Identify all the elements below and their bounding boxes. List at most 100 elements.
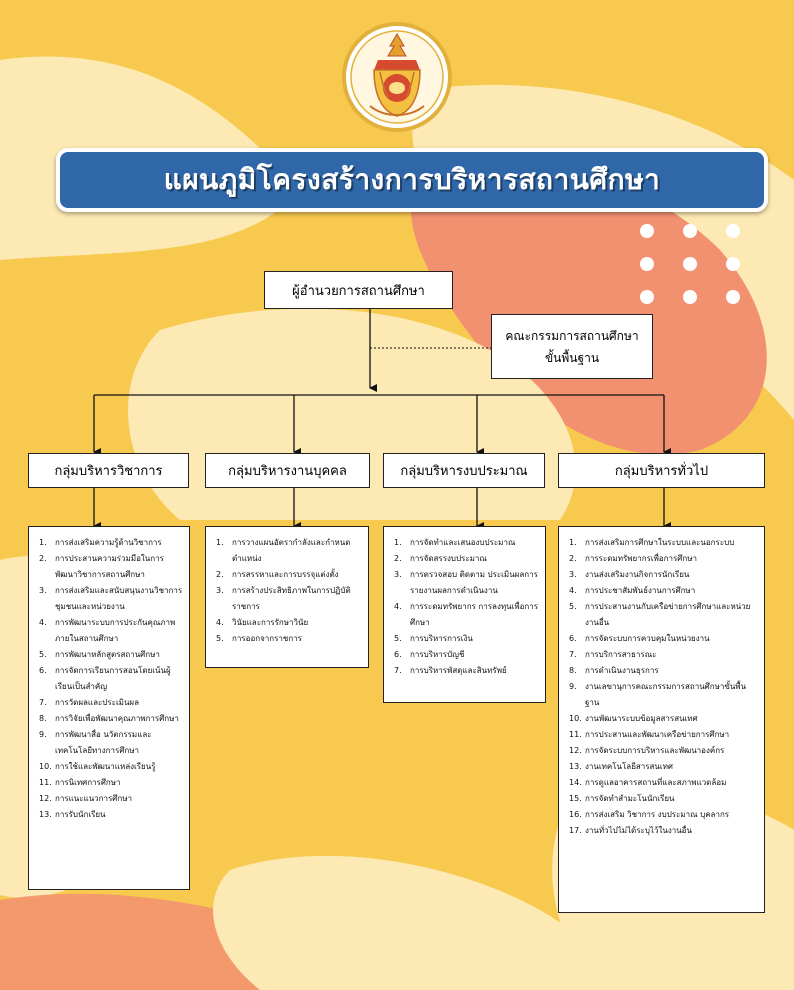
list-item: 15.การจัดทำสำมะโนนักเรียน bbox=[569, 791, 758, 807]
list-item-number: 13. bbox=[39, 810, 52, 819]
list-item: 2.การจัดสรรงบประมาณ bbox=[394, 551, 539, 567]
list-item-number: 5. bbox=[569, 602, 577, 611]
committee-box: คณะกรรมการสถานศึกษา ขั้นพื้นฐาน bbox=[491, 314, 653, 379]
list-item: 3. การส่งเสริมและสนับสนุนงานวิชาการชุมชนแ… bbox=[39, 583, 183, 615]
list-item-text: การจัดการเรียนการสอนโดยเน้นผู้เรียนเป็นส… bbox=[55, 666, 171, 691]
page-title: แผนภูมิโครงสร้างการบริหารสถานศึกษา bbox=[163, 163, 661, 196]
director-label: ผู้อำนวยการสถานศึกษา bbox=[292, 283, 425, 299]
title-banner: แผนภูมิโครงสร้างการบริหารสถานศึกษา bbox=[56, 148, 768, 212]
list-item-number: 1. bbox=[569, 538, 577, 547]
list-item-number: 5. bbox=[394, 634, 402, 643]
list-item-text: การจัดระบบการควบคุมในหน่วยงาน bbox=[585, 634, 710, 643]
list-item-number: 4. bbox=[569, 586, 577, 595]
list-item-text: การพัฒนาหลักสูตรสถานศึกษา bbox=[55, 650, 160, 659]
list-item: 6. การจัดการเรียนการสอนโดยเน้นผู้เรียนเป็… bbox=[39, 663, 183, 695]
list-item: 5. การพัฒนาหลักสูตรสถานศึกษา bbox=[39, 647, 183, 663]
list-item-number: 4. bbox=[39, 618, 47, 627]
list-item-number: 1. bbox=[39, 538, 47, 547]
list-item-text: การบริหารบัญชี bbox=[410, 650, 465, 659]
list-item: 14.การดูแลอาคารสถานที่และสภาพแวดล้อม bbox=[569, 775, 758, 791]
list-item-text: การแนะแนวการศึกษา bbox=[55, 794, 132, 803]
list-item: 12.การจัดระบบการบริหารและพัฒนาองค์กร bbox=[569, 743, 758, 759]
list-item-number: 17. bbox=[569, 826, 582, 835]
list-item-text: วินัยและการรักษาวินัย bbox=[232, 618, 309, 627]
list-item-text: งานส่งเสริมงานกิจการนักเรียน bbox=[585, 570, 690, 579]
list-item-number: 8. bbox=[39, 714, 47, 723]
list-item: 1.การวางแผนอัตรากำลังและกำหนดตำแหน่ง bbox=[216, 535, 362, 567]
list-item-number: 4. bbox=[216, 618, 224, 627]
list-item-text: การส่งเสริมการศึกษาในระบบและนอกระบบ bbox=[585, 538, 735, 547]
group-academic-box: กลุ่มบริหารวิชาการ bbox=[28, 453, 189, 488]
list-item-number: 6. bbox=[394, 650, 402, 659]
list-item-number: 2. bbox=[39, 554, 47, 563]
group-personnel-label: กลุ่มบริหารงานบุคคล bbox=[228, 464, 347, 479]
list-item-text: การบริหารพัสดุและสินทรัพย์ bbox=[410, 666, 507, 675]
list-item-text: การใช้และพัฒนาแหล่งเรียนรู้ bbox=[55, 762, 156, 771]
school-emblem-logo bbox=[342, 22, 452, 132]
list-item: 7. การบริหารพัสดุและสินทรัพย์ bbox=[394, 663, 539, 679]
list-item-text: การดำเนินงานธุรการ bbox=[585, 666, 659, 675]
list-item-number: 10. bbox=[569, 714, 582, 723]
list-item-number: 6. bbox=[39, 666, 47, 675]
list-item-text: การบริการสาธารณะ bbox=[585, 650, 657, 659]
list-item: 3.งานส่งเสริมงานกิจการนักเรียน bbox=[569, 567, 758, 583]
list-item-number: 3. bbox=[39, 586, 47, 595]
list-item: 7. การบริการสาธารณะ bbox=[569, 647, 758, 663]
list-item-number: 1. bbox=[394, 538, 402, 547]
list-item-text: การส่งเสริมความรู้ด้านวิชาการ bbox=[55, 538, 162, 547]
group-budget-box: กลุ่มบริหารงบประมาณ bbox=[383, 453, 545, 488]
list-item-text: งานเทคโนโลยีสารสนเทศ bbox=[585, 762, 673, 771]
list-item-text: การพัฒนาสื่อ นวัตกรรมและเทคโนโลยีทางการศ… bbox=[55, 730, 152, 755]
list-item: 5. การบริหารการเงิน bbox=[394, 631, 539, 647]
list-item-number: 9. bbox=[569, 682, 577, 691]
group-academic-label: กลุ่มบริหารวิชาการ bbox=[54, 464, 163, 479]
list-item-number: 8. bbox=[569, 666, 577, 675]
list-item-text: การจัดทำและเสนองบประมาณ bbox=[410, 538, 516, 547]
list-item: 8. การวิจัยเพื่อพัฒนาคุณภาพการศึกษา bbox=[39, 711, 183, 727]
group-budget-list: 1. การจัดทำและเสนองบประมาณ 2.การจัดสรรงบปร… bbox=[383, 526, 546, 703]
list-item: 4. วินัยและการรักษาวินัย bbox=[216, 615, 362, 631]
list-item-text: การสรรหาและการบรรจุแต่งตั้ง bbox=[232, 570, 339, 579]
list-item-text: การวิจัยเพื่อพัฒนาคุณภาพการศึกษา bbox=[55, 714, 179, 723]
list-item-number: 7. bbox=[394, 666, 402, 675]
list-item: 11.การนิเทศการศึกษา bbox=[39, 775, 183, 791]
list-item: 10.การใช้และพัฒนาแหล่งเรียนรู้ bbox=[39, 759, 183, 775]
committee-line1: คณะกรรมการสถานศึกษา bbox=[505, 328, 639, 343]
list-item: 6. การบริหารบัญชี bbox=[394, 647, 539, 663]
list-item-text: การจัดระบบการบริหารและพัฒนาองค์กร bbox=[585, 746, 725, 755]
list-item: 4. การพัฒนาระบบการประกันคุณภาพภายในสถานศึ… bbox=[39, 615, 183, 647]
list-item-number: 2. bbox=[394, 554, 402, 563]
list-item-text: การส่งเสริมและสนับสนุนงานวิชาการชุมชนและ… bbox=[55, 586, 183, 611]
list-item: 1. การจัดทำและเสนองบประมาณ bbox=[394, 535, 539, 551]
list-item: 1. การส่งเสริมการศึกษาในระบบและนอกระบบ bbox=[569, 535, 758, 551]
committee-line2: ขั้นพื้นฐาน bbox=[544, 350, 600, 365]
list-item-text: การออกจากราชการ bbox=[232, 634, 302, 643]
list-item: 11.การประสานและพัฒนาเครือข่ายการศึกษา bbox=[569, 727, 758, 743]
list-item-text: การพัฒนาระบบการประกันคุณภาพภายในสถานศึกษ… bbox=[55, 618, 176, 643]
list-item-number: 4. bbox=[394, 602, 402, 611]
group-personnel-box: กลุ่มบริหารงานบุคคล bbox=[205, 453, 370, 488]
list-item: 9.การพัฒนาสื่อ นวัตกรรมและเทคโนโลยีทางกา… bbox=[39, 727, 183, 759]
list-item: 1. การส่งเสริมความรู้ด้านวิชาการ bbox=[39, 535, 183, 551]
list-item-text: การระดมทรัพยากรเพื่อการศึกษา bbox=[585, 554, 697, 563]
list-item-number: 5. bbox=[39, 650, 47, 659]
list-item: 2. การระดมทรัพยากรเพื่อการศึกษา bbox=[569, 551, 758, 567]
group-general-box: กลุ่มบริหารทั่วไป bbox=[558, 453, 765, 488]
list-item-number: 5. bbox=[216, 634, 224, 643]
list-item: 4. การประชาสัมพันธ์งานการศึกษา bbox=[569, 583, 758, 599]
list-item: 5.การประสานงานกับเครือข่ายการศึกษาและหน่… bbox=[569, 599, 758, 631]
list-item-number: 7. bbox=[569, 650, 577, 659]
list-item: 13.การรับนักเรียน bbox=[39, 807, 183, 823]
list-item-text: การบริหารการเงิน bbox=[410, 634, 473, 643]
list-item-text: งานทั่วไปไม่ได้ระบุไว้ในงานอื่น bbox=[585, 826, 692, 835]
list-item-number: 13. bbox=[569, 762, 582, 771]
list-item-number: 2. bbox=[569, 554, 577, 563]
list-item-number: 1. bbox=[216, 538, 224, 547]
list-item-text: การประชาสัมพันธ์งานการศึกษา bbox=[585, 586, 696, 595]
list-item: 3.การตรวจสอบ ติดตาม ประเมินผลการรายงานผล… bbox=[394, 567, 539, 599]
list-item-text: การดูแลอาคารสถานที่และสภาพแวดล้อม bbox=[585, 778, 727, 787]
list-item-number: 11. bbox=[39, 778, 52, 787]
list-item-text: การจัดทำสำมะโนนักเรียน bbox=[585, 794, 675, 803]
list-item-number: 3. bbox=[394, 570, 402, 579]
